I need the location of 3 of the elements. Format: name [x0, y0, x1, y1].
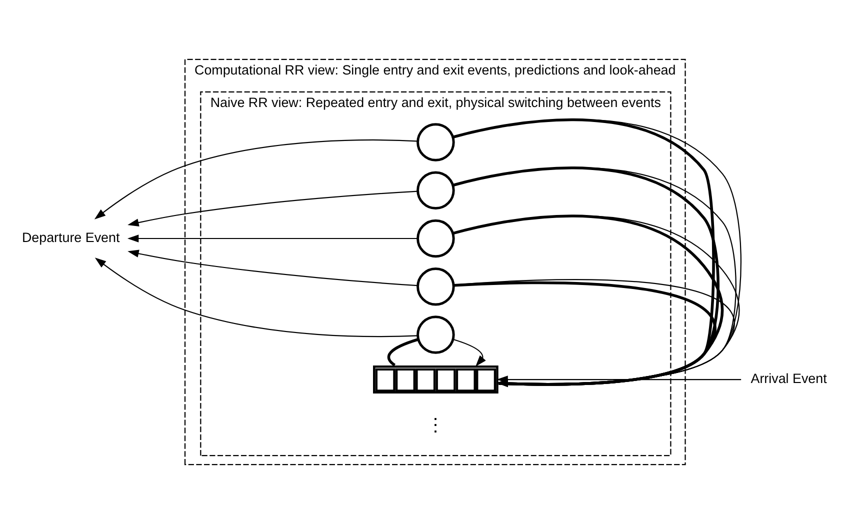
node-text: Arrival Event [750, 370, 827, 386]
node-text: Departure Event [22, 230, 120, 245]
label: ⋮ [426, 414, 445, 435]
